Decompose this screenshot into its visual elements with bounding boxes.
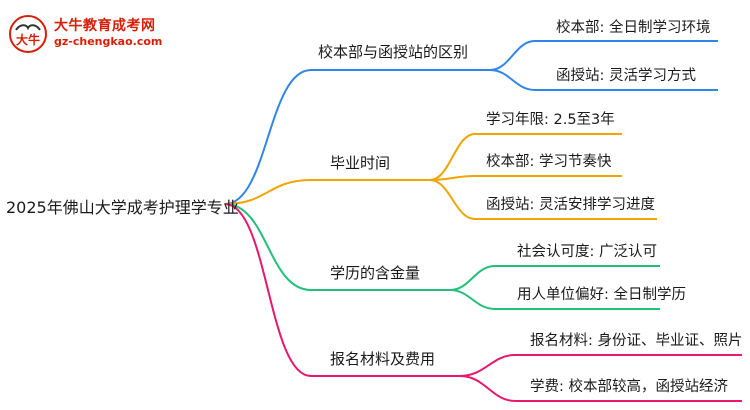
branch-label-4: 报名材料及费用 — [330, 350, 436, 368]
leaf-label-4-2: 学费: 校本部较高，函授站经济 — [530, 379, 728, 395]
leaf-connector-2-1 — [429, 133, 622, 181]
leaf-connector-4-1 — [459, 354, 742, 377]
leaf-connector-3-2 — [449, 289, 660, 310]
branch-connector-1 — [224, 69, 490, 205]
branch-label-2: 毕业时间 — [330, 154, 391, 172]
logo-url: gz-chengkao.com — [54, 35, 163, 48]
branch-connector-4 — [224, 203, 460, 377]
leaf-label-2-1: 学习年限: 2.5至3年 — [486, 112, 615, 128]
leaf-connector-2-3 — [429, 179, 657, 220]
leaf-label-4-1: 报名材料: 身份证、毕业证、照片 — [530, 333, 743, 349]
branch-label-1: 校本部与函授站的区别 — [318, 43, 469, 61]
leaf-connector-1-2 — [489, 69, 718, 91]
leaf-connector-1-1 — [489, 40, 718, 71]
branch-connector-2 — [224, 179, 430, 205]
branch-connector-3 — [224, 203, 450, 291]
leaf-connector-3-1 — [449, 265, 660, 291]
leaf-label-2-3: 函授站: 灵活安排学习进度 — [486, 197, 655, 213]
leaf-label-3-2: 用人单位偏好: 全日制学历 — [517, 287, 686, 303]
mindmap-root: 2025年佛山大学成考护理学专业 — [6, 198, 239, 217]
leaf-label-2-2: 校本部: 学习节奏快 — [486, 154, 612, 170]
logo-title: 大牛教育成考网 — [54, 18, 156, 34]
leaf-label-3-1: 社会认可度: 广泛认可 — [517, 244, 657, 260]
leaf-label-1-1: 校本部: 全日制学习环境 — [556, 20, 711, 36]
leaf-label-1-2: 函授站: 灵活学习方式 — [556, 68, 696, 84]
site-logo[interactable]: 大牛 大牛教育成考网 gz-chengkao.com — [8, 14, 208, 54]
leaf-connector-2-2 — [429, 175, 622, 181]
logo-badge-text: 大牛 — [16, 32, 40, 47]
branch-label-3: 学历的含金量 — [330, 264, 421, 282]
logo-badge-icon: 大牛 — [9, 15, 47, 53]
leaf-connector-4-2 — [459, 375, 742, 402]
